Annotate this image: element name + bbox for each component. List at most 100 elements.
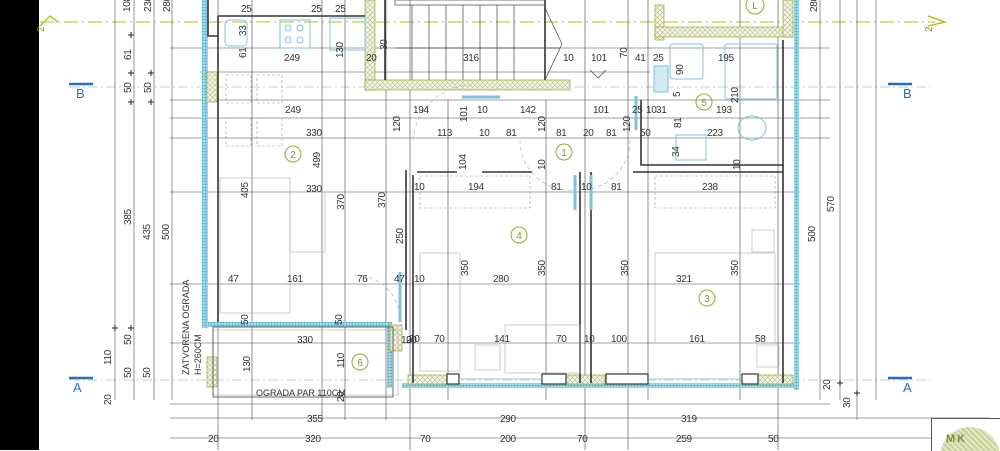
stair-direction-icon [589, 69, 607, 79]
svg-text:81: 81 [506, 128, 517, 139]
section-marker-a-left: A [73, 380, 82, 395]
section-marker-b-right: B [903, 86, 912, 101]
svg-text:259: 259 [676, 434, 693, 445]
svg-text:10: 10 [646, 105, 657, 116]
svg-text:110: 110 [103, 349, 114, 365]
svg-text:30: 30 [379, 39, 390, 50]
svg-text:5: 5 [672, 91, 683, 97]
svg-text:50: 50 [123, 367, 134, 378]
svg-text:10: 10 [581, 182, 592, 193]
svg-text:238: 238 [702, 182, 719, 193]
svg-text:223: 223 [707, 128, 724, 139]
svg-text:210: 210 [730, 86, 741, 103]
svg-text:435: 435 [142, 223, 153, 240]
room-number-2: 2 [290, 150, 296, 161]
svg-text:280: 280 [809, 0, 820, 12]
svg-text:25: 25 [653, 53, 664, 64]
svg-text:20: 20 [103, 394, 114, 405]
svg-text:30: 30 [842, 397, 853, 408]
svg-text:200: 200 [500, 434, 517, 445]
svg-text:110: 110 [336, 352, 347, 368]
svg-text:50: 50 [640, 128, 651, 139]
svg-text:249: 249 [284, 53, 301, 64]
room-number-3: 3 [704, 294, 710, 305]
section-marker-a-right: A [903, 380, 912, 395]
svg-text:20: 20 [366, 53, 377, 64]
svg-text:81: 81 [673, 117, 684, 128]
svg-text:142: 142 [520, 105, 537, 116]
svg-text:280: 280 [162, 0, 173, 12]
svg-text:25: 25 [335, 4, 346, 15]
svg-text:370: 370 [336, 193, 347, 210]
svg-text:10: 10 [414, 274, 425, 285]
svg-text:500: 500 [161, 223, 172, 240]
svg-text:249: 249 [285, 105, 302, 116]
svg-text:570: 570 [826, 195, 837, 212]
axis-arrow-right-icon [927, 15, 948, 27]
svg-text:195: 195 [718, 53, 735, 64]
svg-text:350: 350 [537, 259, 548, 276]
room-number-5: 5 [701, 98, 707, 109]
svg-text:81: 81 [606, 128, 617, 139]
svg-text:330: 330 [306, 128, 323, 139]
viewer-left-margin [0, 0, 39, 450]
room-number-1: 1 [561, 148, 567, 159]
svg-text:20: 20 [409, 334, 420, 345]
svg-text:41: 41 [635, 53, 646, 64]
note-closed-railing: ZATVORENA OGRADA [181, 280, 191, 375]
svg-text:316: 316 [463, 53, 480, 64]
room-number-elevator: L [752, 1, 758, 12]
svg-text:81: 81 [556, 128, 567, 139]
svg-text:120: 120 [392, 115, 403, 132]
svg-text:25: 25 [632, 105, 643, 116]
svg-text:194: 194 [413, 105, 430, 116]
svg-text:2: 2 [924, 26, 935, 32]
note-railing: OGRADA PAR 110CM [256, 388, 346, 398]
svg-text:101: 101 [591, 53, 608, 64]
svg-text:61: 61 [238, 47, 249, 58]
svg-text:20: 20 [336, 391, 347, 402]
svg-text:280: 280 [493, 274, 510, 285]
svg-text:50: 50 [334, 314, 345, 325]
svg-text:70: 70 [577, 434, 588, 445]
svg-text:104: 104 [458, 153, 469, 170]
svg-text:90: 90 [675, 64, 686, 75]
svg-text:70: 70 [556, 334, 567, 345]
svg-text:161: 161 [689, 334, 706, 345]
svg-text:10: 10 [537, 159, 548, 170]
svg-text:405: 405 [240, 181, 251, 198]
svg-text:70: 70 [434, 334, 445, 345]
section-marker-b-left: B [76, 86, 85, 101]
svg-text:193: 193 [716, 105, 733, 116]
svg-text:194: 194 [468, 182, 485, 193]
svg-text:2: 2 [36, 26, 47, 32]
svg-text:290: 290 [500, 414, 517, 425]
svg-text:20: 20 [822, 379, 833, 390]
axis-arrow-left-icon [39, 15, 59, 27]
svg-text:20: 20 [583, 128, 594, 139]
svg-text:33: 33 [238, 25, 249, 36]
logo-text: MK [946, 433, 968, 445]
svg-text:355: 355 [307, 414, 324, 425]
svg-text:81: 81 [551, 182, 562, 193]
svg-text:230: 230 [143, 0, 154, 12]
svg-text:499: 499 [312, 151, 323, 168]
svg-text:113: 113 [437, 128, 453, 139]
svg-text:330: 330 [306, 184, 323, 195]
svg-text:50: 50 [142, 367, 153, 378]
svg-text:20: 20 [406, 335, 417, 346]
svg-text:100: 100 [611, 334, 628, 345]
svg-text:350: 350 [460, 259, 471, 276]
svg-text:130: 130 [242, 355, 253, 372]
svg-text:70: 70 [420, 434, 431, 445]
svg-text:10: 10 [477, 105, 488, 116]
svg-text:76: 76 [357, 274, 368, 285]
svg-text:61: 61 [123, 49, 134, 60]
svg-text:385: 385 [123, 208, 134, 225]
svg-text:330: 330 [297, 335, 314, 346]
svg-text:350: 350 [620, 259, 631, 276]
svg-text:31: 31 [656, 105, 667, 116]
svg-text:20: 20 [208, 434, 219, 445]
svg-text:350: 350 [730, 259, 741, 276]
svg-text:120: 120 [537, 115, 548, 132]
